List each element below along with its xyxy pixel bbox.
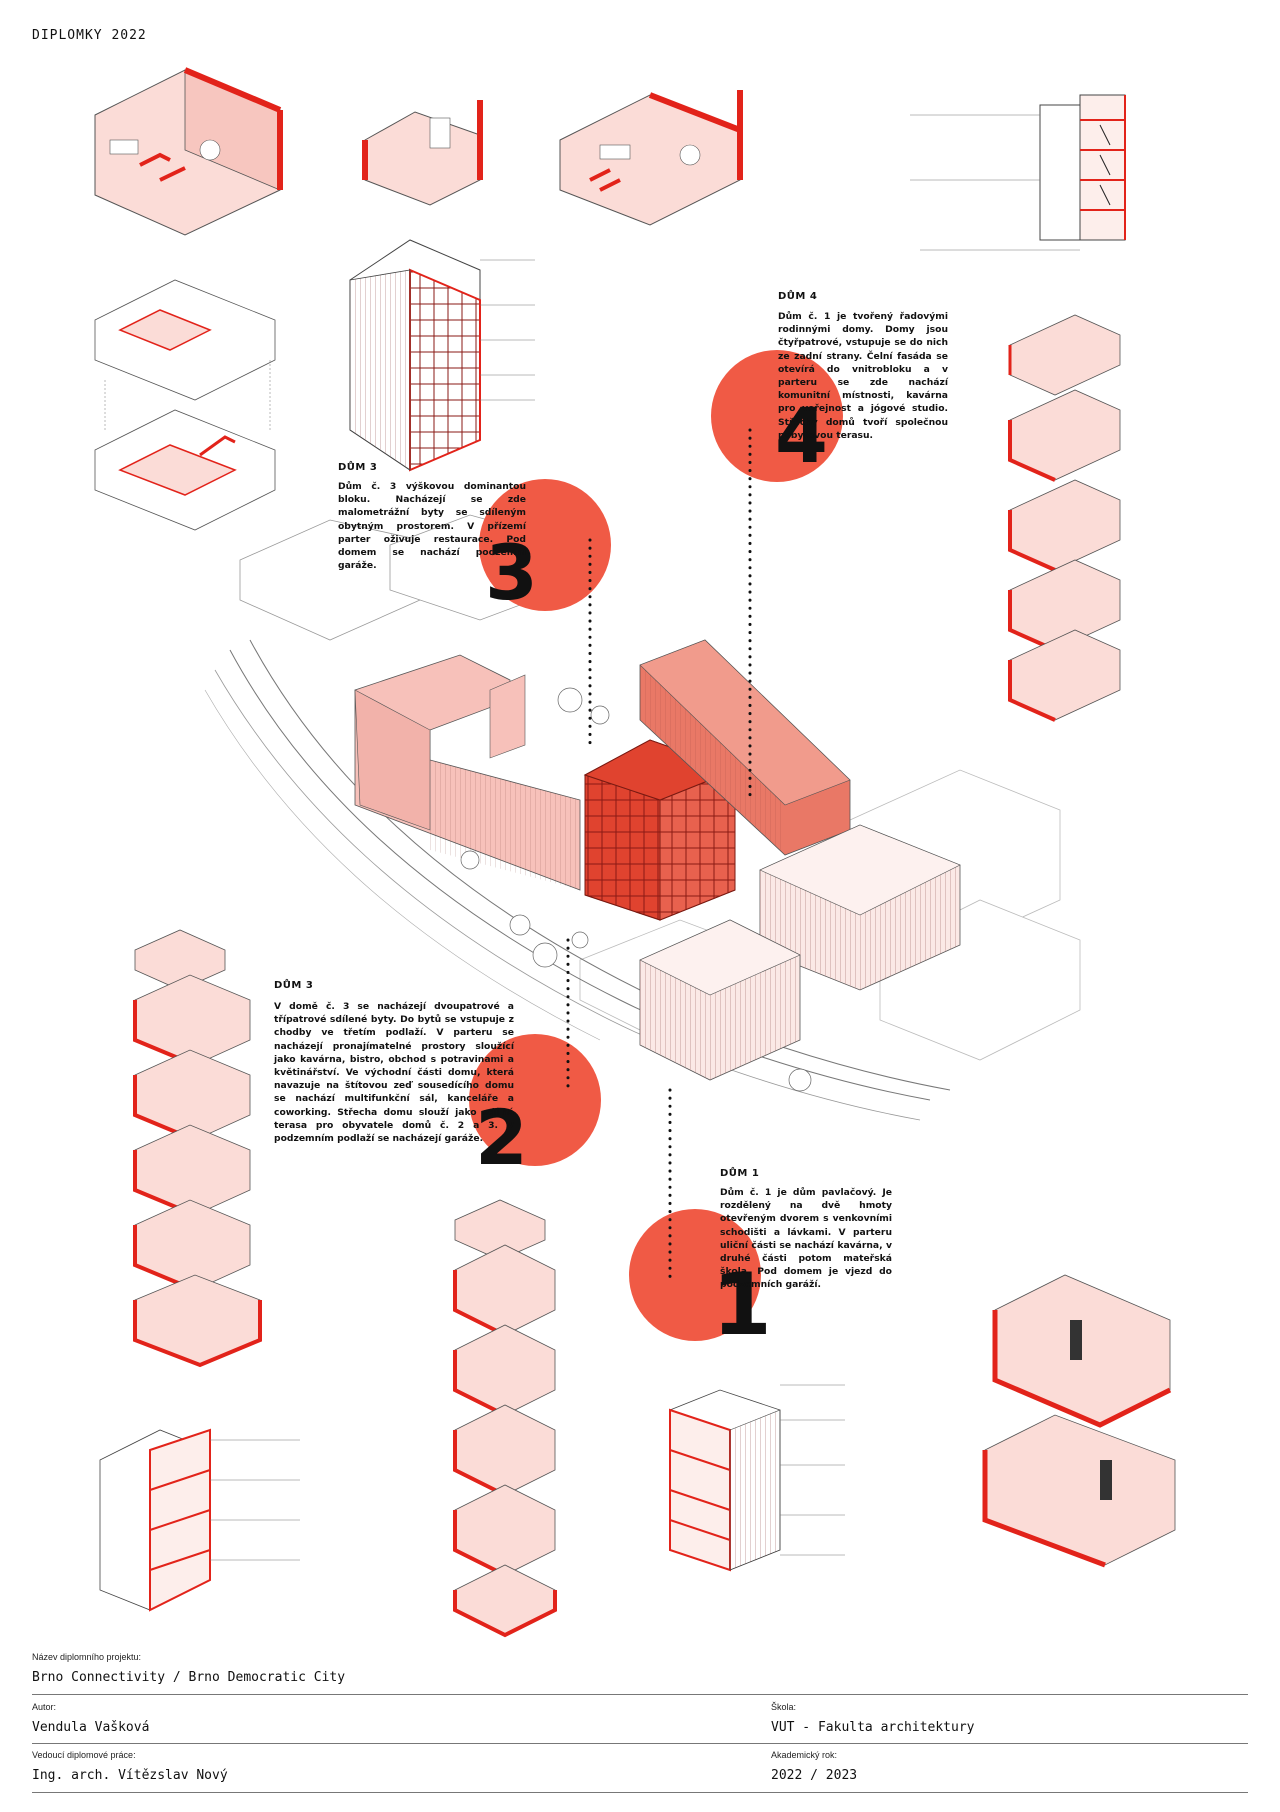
- section-drawing-bottom-center: [669, 1384, 845, 1572]
- house-number-1: 1: [712, 1255, 772, 1355]
- dum3b-text: V domě č. 3 se nacházejí dvoupatrové a t…: [274, 1001, 514, 1145]
- exploded-floors-bottom-middle: [453, 1199, 557, 1638]
- year-value: 2022 / 2023: [771, 1768, 858, 1783]
- section-drawing-top-right: [910, 94, 1126, 251]
- house-markers: [469, 350, 843, 1341]
- year-label: Akademický rok:: [771, 1750, 838, 1760]
- author-value: Vendula Vašková: [32, 1720, 150, 1735]
- exploded-floors-left-middle: [133, 929, 262, 1368]
- poster-title: DIPLOMKY 2022: [32, 28, 147, 43]
- interior-axonometric-1: [94, 67, 283, 236]
- footer-rule-3: [32, 1792, 1248, 1793]
- house-number-4: 4: [775, 391, 828, 480]
- dum1-heading: DŮM 1: [720, 1168, 760, 1179]
- footer-rule-2: [32, 1743, 1248, 1744]
- project-label: Název diplomního projektu:: [32, 1652, 142, 1662]
- footer-rule-1: [32, 1694, 1248, 1695]
- school-value: VUT - Fakulta architektury: [771, 1720, 975, 1735]
- dum4-text: Dům č. 1 je tvořený řadovými rodinnými d…: [778, 311, 948, 441]
- project-value: Brno Connectivity / Brno Democratic City: [32, 1670, 346, 1685]
- exploded-floors-left-top: [94, 279, 276, 531]
- dum3b-heading: DŮM 3: [274, 980, 314, 991]
- supervisor-label: Vedoucí diplomové práce:: [32, 1750, 136, 1760]
- dum1-text: Dům č. 1 je dům pavlačový. Je rozdělený …: [720, 1187, 892, 1291]
- section-drawing-bottom-left: [99, 1428, 300, 1612]
- marker-circle-1: [629, 1209, 761, 1341]
- supervisor-value: Ing. arch. Vítězslav Nový: [32, 1768, 228, 1783]
- house-number-2: 2: [475, 1093, 528, 1182]
- author-label: Autor:: [32, 1702, 57, 1712]
- leader-dots: [566, 428, 752, 1282]
- dum3a-heading: DŮM 3: [338, 462, 378, 473]
- tower-facade-drawing: [349, 239, 535, 472]
- dum3a-text: Dům č. 3 výškovou dominantou bloku. Nach…: [338, 481, 526, 572]
- interior-axonometric-2: [362, 100, 483, 206]
- marker-circle-4: [711, 350, 843, 482]
- marker-circle-3: [479, 479, 611, 611]
- interior-axonometric-bottom-right: [982, 1274, 1176, 1568]
- exploded-floors-right: [1008, 314, 1121, 722]
- school-label: Škola:: [771, 1702, 797, 1712]
- dum4-heading: DŮM 4: [778, 291, 818, 302]
- marker-circle-2: [469, 1034, 601, 1166]
- urban-axonometric: [204, 514, 1081, 1121]
- house-number-3: 3: [485, 528, 538, 617]
- interior-axonometric-3: [559, 90, 743, 226]
